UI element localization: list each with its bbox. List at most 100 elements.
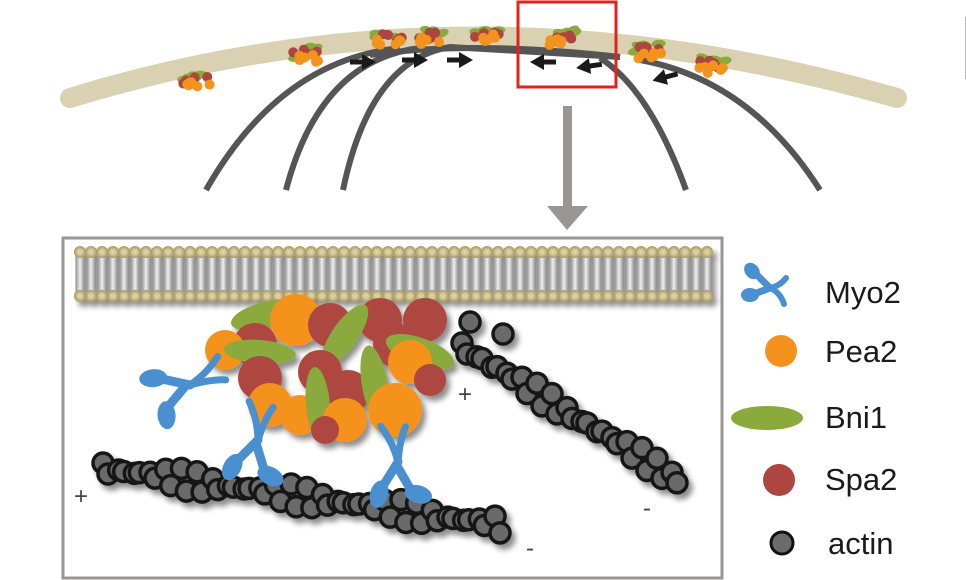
- lipid-head: [261, 290, 273, 302]
- lipid-head: [129, 246, 141, 258]
- polarisome-cluster: [544, 25, 582, 50]
- lipid-tail: [185, 256, 195, 294]
- lipid-tail: [427, 256, 437, 294]
- lipid-tail: [163, 256, 173, 294]
- lipid-head: [569, 290, 581, 302]
- lipid-tail: [295, 256, 305, 294]
- lipid-head: [437, 290, 449, 302]
- arrow-right-icon: [402, 52, 428, 68]
- lipid-head: [195, 246, 207, 258]
- lipid-tail: [691, 256, 701, 294]
- lipid-head: [118, 246, 130, 258]
- lipid-head: [404, 246, 416, 258]
- lipid-head: [294, 246, 306, 258]
- actin-cable: [369, 45, 621, 60]
- lipid-head: [580, 246, 592, 258]
- actin-cable: [598, 55, 689, 192]
- lipid-head: [470, 290, 482, 302]
- lipid-head: [305, 246, 317, 258]
- lipid-head: [657, 246, 669, 258]
- lipid-head: [371, 246, 383, 258]
- polarisome-clusters: [177, 25, 732, 92]
- lipid-head: [85, 246, 97, 258]
- lipid-head: [701, 290, 713, 302]
- lipid-tail: [559, 256, 569, 294]
- legend-label-bni1: Bni1: [825, 400, 887, 435]
- lipid-head: [140, 290, 152, 302]
- lipid-head: [404, 290, 416, 302]
- lipid-head: [217, 290, 229, 302]
- lipid-tail: [460, 256, 470, 294]
- lipid-tail: [482, 256, 492, 294]
- polarity-plus-upper: +: [458, 381, 472, 408]
- lipid-head: [690, 290, 702, 302]
- lipid-head: [85, 290, 97, 302]
- lipid-head: [470, 246, 482, 258]
- lipid-head: [217, 246, 229, 258]
- lipid-tail: [603, 256, 613, 294]
- lipid-tail: [218, 256, 228, 294]
- lipid-head: [448, 290, 460, 302]
- lipid-tail: [284, 256, 294, 294]
- lipid-head: [547, 290, 559, 302]
- lipid-tail: [515, 256, 525, 294]
- lipid-head: [613, 290, 625, 302]
- lipid-head: [206, 290, 218, 302]
- lipid-head: [74, 246, 86, 258]
- lipid-head: [327, 290, 339, 302]
- lipid-tail: [328, 256, 338, 294]
- lipid-head: [646, 246, 658, 258]
- lipid-head: [437, 246, 449, 258]
- lipid-tail: [86, 256, 96, 294]
- polarisome-cluster: [288, 42, 323, 67]
- actin-icon: [769, 530, 795, 556]
- arrow-left-icon: [576, 58, 603, 74]
- lipid-head: [426, 246, 438, 258]
- lipid-tail: [273, 256, 283, 294]
- bni1-protein: [224, 339, 296, 365]
- lipid-tail: [130, 256, 140, 294]
- legend-item-myo2: Myo2: [741, 262, 901, 310]
- lipid-head: [657, 290, 669, 302]
- lipid-head: [316, 246, 328, 258]
- lipid-head: [162, 246, 174, 258]
- arrow-left-icon: [652, 69, 679, 85]
- lipid-head: [96, 290, 108, 302]
- actin-monomer: [665, 471, 689, 495]
- polarity-minus-lower: -: [526, 535, 534, 562]
- lipid-head: [228, 290, 240, 302]
- lipid-head: [459, 290, 471, 302]
- zoom-box: [516, 0, 618, 89]
- polarisome-cluster: [414, 25, 449, 50]
- lipid-head: [624, 290, 636, 302]
- lipid-head: [151, 246, 163, 258]
- lipid-tail: [306, 256, 316, 294]
- lipid-head: [129, 290, 141, 302]
- lipid-head: [140, 246, 152, 258]
- lipid-head: [525, 290, 537, 302]
- lipid-tail: [240, 256, 250, 294]
- lipid-tail: [592, 256, 602, 294]
- lipid-head: [602, 246, 614, 258]
- lipid-tail: [383, 256, 393, 294]
- lipid-head: [74, 290, 86, 302]
- lipid-head: [173, 290, 185, 302]
- polarisome-cluster: [177, 70, 215, 92]
- legend-label-myo2: Myo2: [825, 275, 901, 310]
- spa2-protein: [414, 364, 446, 396]
- lipid-tail: [493, 256, 503, 294]
- actin-cable: [639, 57, 823, 192]
- myo2-icon: [741, 262, 789, 307]
- lipid-head: [635, 246, 647, 258]
- lipid-head: [338, 246, 350, 258]
- arrow-right-icon: [350, 54, 376, 70]
- lipid-head: [393, 290, 405, 302]
- lipid-head: [415, 246, 427, 258]
- lipid-head: [525, 246, 537, 258]
- lipid-head: [206, 246, 218, 258]
- cell-cortex-panel: [60, 0, 966, 230]
- lipid-head: [701, 246, 713, 258]
- lipid-head: [514, 290, 526, 302]
- lipid-tail: [658, 256, 668, 294]
- lipid-head: [327, 246, 339, 258]
